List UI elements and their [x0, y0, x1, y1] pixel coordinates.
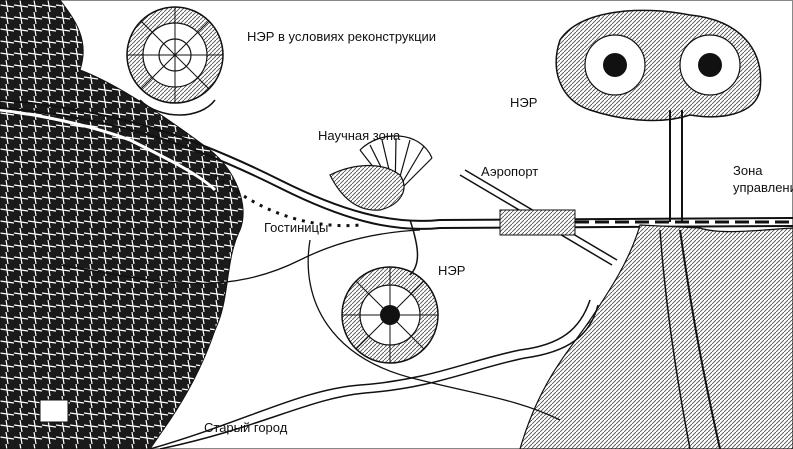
label-ner-reconstruction: НЭР в условиях реконструкции	[247, 29, 437, 44]
ner-reconstruction-node	[126, 6, 224, 116]
label-hotels: Гостиницы	[264, 220, 329, 235]
old-town-coast	[0, 108, 217, 192]
management-zone-land	[519, 224, 793, 449]
ner-center-node	[341, 219, 439, 364]
river	[149, 299, 591, 449]
old-town-district	[0, 0, 244, 449]
ner-northeast-node	[555, 9, 762, 222]
label-old-town: Старый город	[204, 420, 288, 435]
old-town-square	[39, 399, 69, 423]
main-highway	[0, 99, 793, 222]
science-zone-fan	[329, 135, 433, 211]
label-science-zone: Научная зона	[318, 128, 401, 143]
hotels-arc	[214, 173, 361, 228]
label-ner-northeast: НЭР	[510, 95, 538, 110]
label-ner-center: НЭР	[438, 263, 466, 278]
label-airport: Аэропорт	[481, 164, 539, 179]
label-management-zone: Зона управления	[733, 163, 793, 195]
airport-runway	[459, 169, 618, 266]
